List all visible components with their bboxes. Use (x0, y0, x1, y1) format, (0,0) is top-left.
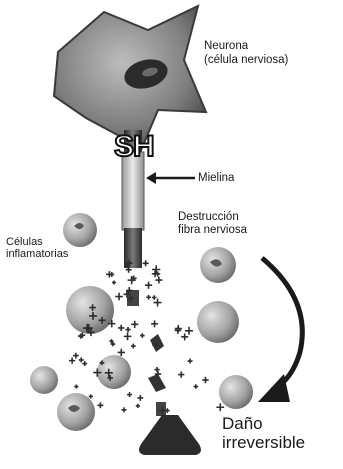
debris-particle (121, 407, 126, 412)
debris-particle (185, 327, 193, 335)
axon-fragment (148, 374, 166, 392)
neuron-label: Neurona (célula nerviosa) (204, 39, 288, 67)
debris-particle (69, 358, 75, 364)
axon-fragment (150, 334, 164, 352)
debris-particle (143, 260, 149, 266)
neuron-label-line2: (célula nerviosa) (204, 53, 288, 67)
debris-particle (151, 320, 158, 327)
debris-particle (74, 385, 78, 389)
damage-label: Daño irreversible (222, 414, 305, 452)
curved-arrow (262, 258, 302, 390)
debris-particle (89, 394, 93, 398)
debris-particle (118, 325, 124, 331)
debris-particle (155, 277, 162, 284)
axon-fragment (156, 402, 166, 416)
destruction-label-line1: Destrucción (178, 211, 247, 224)
debris-particle (112, 280, 116, 284)
debris-particle (127, 392, 132, 397)
debris-particle (115, 293, 122, 300)
cells-label-line1: Células (6, 236, 68, 248)
debris-particle (140, 333, 145, 338)
debris-particle (128, 276, 136, 284)
debris-particle (202, 377, 208, 383)
debris-particle (152, 295, 157, 300)
damage-label-line2: irreversible (222, 433, 305, 452)
debris-particle (137, 395, 143, 401)
debris-particle (152, 265, 160, 273)
neuron-label-line1: Neurona (204, 39, 288, 53)
myelin-label: Mielina (198, 171, 234, 185)
sh-mark: SH (114, 132, 154, 162)
inflammatory-cells-label: Células inflamatorias (6, 236, 68, 260)
myelin-sheath (122, 152, 144, 230)
debris-particle (145, 282, 152, 289)
debris-particle (118, 349, 125, 356)
debris-particle (181, 333, 188, 340)
debris-particle (124, 333, 132, 341)
axon-terminal (139, 415, 201, 455)
debris-particle (146, 295, 151, 300)
debris-particle (82, 361, 87, 366)
debris-particle (188, 359, 193, 364)
debris-particle (193, 384, 198, 389)
debris-particle (131, 344, 136, 349)
damage-label-line1: Daño (222, 414, 305, 433)
destruction-label: Destrucción fibra nerviosa (178, 211, 247, 237)
debris-particle (97, 402, 103, 408)
myelin-arrow-head (146, 172, 156, 184)
debris-particle (79, 357, 84, 362)
debris-particle (131, 321, 138, 328)
cells-label-line2: inflamatorias (6, 248, 68, 260)
myelin-debris (69, 260, 224, 415)
debris-particle (136, 404, 140, 408)
debris-particle (125, 327, 130, 332)
debris-particle (73, 353, 79, 359)
debris-particle (178, 371, 184, 377)
debris-particle (216, 403, 224, 411)
axon-lower (124, 228, 142, 268)
debris-particle (154, 299, 162, 307)
debris-particle (154, 367, 159, 372)
destruction-label-line2: fibra nerviosa (178, 224, 247, 237)
